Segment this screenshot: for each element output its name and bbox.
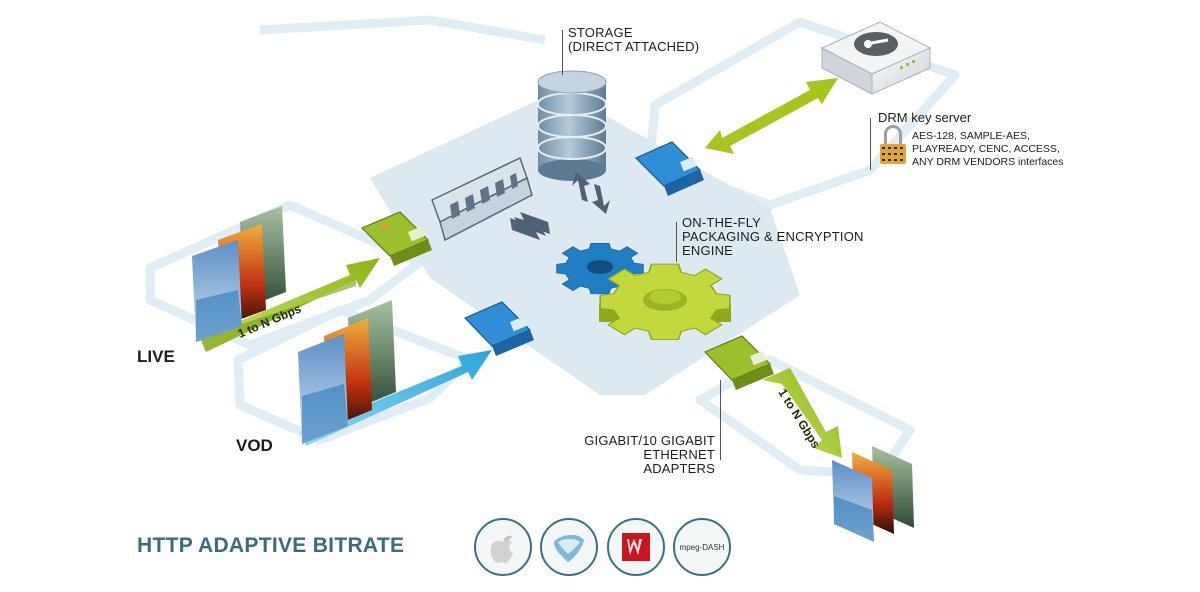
network-adapter-icon-vod	[463, 301, 534, 356]
mpeg-dash-text: mpeg-DASH	[680, 543, 725, 552]
adapters-line2: ETHERNET ADAPTERS	[643, 447, 715, 476]
vod-video-frames-icon	[298, 300, 396, 444]
mpeg-dash-logo-badge: mpeg-DASH	[673, 518, 731, 576]
drm-line2: PLAYREADY, CENC, ACCESS,	[912, 143, 1060, 155]
lock-icon	[880, 125, 906, 164]
output-arrow	[762, 368, 842, 458]
engine-line2: PACKAGING & ENCRYPTION	[682, 229, 864, 244]
apple-icon	[490, 535, 513, 563]
drm-interfaces: AES-128, SAMPLE-AES, PLAYREADY, CENC, AC…	[912, 130, 1064, 169]
drm-server-icon	[820, 21, 932, 95]
adapters-line1: GIGABIT/10 GIGABIT	[584, 433, 715, 448]
storage-leader-line	[562, 30, 563, 75]
engine-line1: ON-THE-FLY	[682, 215, 762, 230]
flash-logo-badge	[607, 518, 665, 576]
vod-label: VOD	[236, 436, 273, 455]
storage-icon	[537, 70, 607, 181]
apple-logo-badge	[474, 518, 532, 576]
live-video-frames-icon	[192, 206, 286, 342]
flash-icon	[622, 533, 650, 561]
network-adapter-icon-drm	[634, 141, 704, 196]
drm-label: DRM key server	[878, 110, 971, 125]
drm-double-arrow	[705, 78, 838, 154]
silverlight-icon	[554, 534, 584, 562]
live-input-arrow	[200, 258, 380, 352]
network-adapter-icon-live	[360, 211, 432, 266]
live-label: LIVE	[137, 347, 175, 366]
memory-module-icon	[431, 156, 533, 242]
engine-line3: ENGINE	[682, 243, 734, 258]
storage-label: STORAGE (DIRECT ATTACHED)	[568, 26, 699, 54]
data-flow-arrows	[510, 172, 610, 240]
engine-leader-line	[676, 222, 677, 262]
drm-title: DRM key server	[878, 110, 972, 125]
drm-line3: ANY DRM VENDORS interfaces	[912, 156, 1064, 168]
output-video-frames-icon	[832, 446, 914, 542]
network-adapter-icon-output	[703, 335, 774, 390]
drm-leader-line	[870, 118, 871, 170]
engine-label: ON-THE-FLY PACKAGING & ENCRYPTION ENGINE	[682, 216, 864, 258]
adapters-label: GIGABIT/10 GIGABIT ETHERNET ADAPTERS	[571, 434, 715, 476]
green-gear-icon	[599, 263, 731, 341]
mpeg-dash-icon: mpeg-DASH	[680, 543, 725, 552]
drm-line1: AES-128, SAMPLE-AES,	[912, 130, 1030, 142]
silverlight-logo-badge	[540, 518, 598, 576]
storage-label-line1: STORAGE	[568, 25, 633, 40]
adapters-leader-line	[720, 380, 721, 460]
vod-input-arrow	[300, 350, 492, 446]
storage-label-line2: (DIRECT ATTACHED)	[568, 39, 700, 54]
footer-title: HTTP ADAPTIVE BITRATE	[137, 534, 405, 557]
